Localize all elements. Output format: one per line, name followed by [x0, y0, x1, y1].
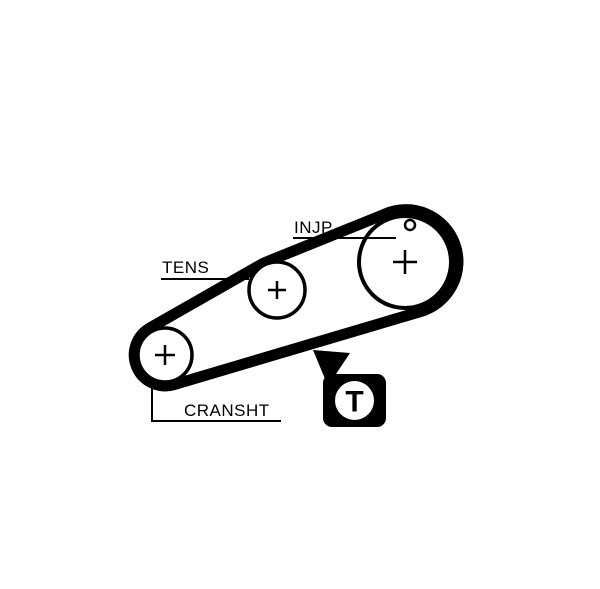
injection-pump-center-mark [393, 250, 417, 274]
injection-pump-pulley [357, 214, 453, 310]
tensioner-pulley [247, 260, 307, 320]
cransht-leader-line [151, 378, 281, 422]
timing-mark [403, 218, 417, 232]
logo-pennant-icon [313, 350, 350, 386]
crankshaft-label: CRANSHT [184, 401, 270, 420]
crankshaft-pulley [136, 326, 194, 384]
timing-belt [128, 204, 464, 392]
crankshaft-center-mark [155, 345, 175, 365]
logo-circle [335, 381, 374, 420]
injection-pump-label: INJP [294, 218, 333, 237]
logo-letter: T [345, 386, 363, 419]
tensioner-center-mark [268, 281, 286, 299]
tensioner-label: TENS [162, 258, 209, 277]
brand-logo: T [313, 350, 386, 427]
